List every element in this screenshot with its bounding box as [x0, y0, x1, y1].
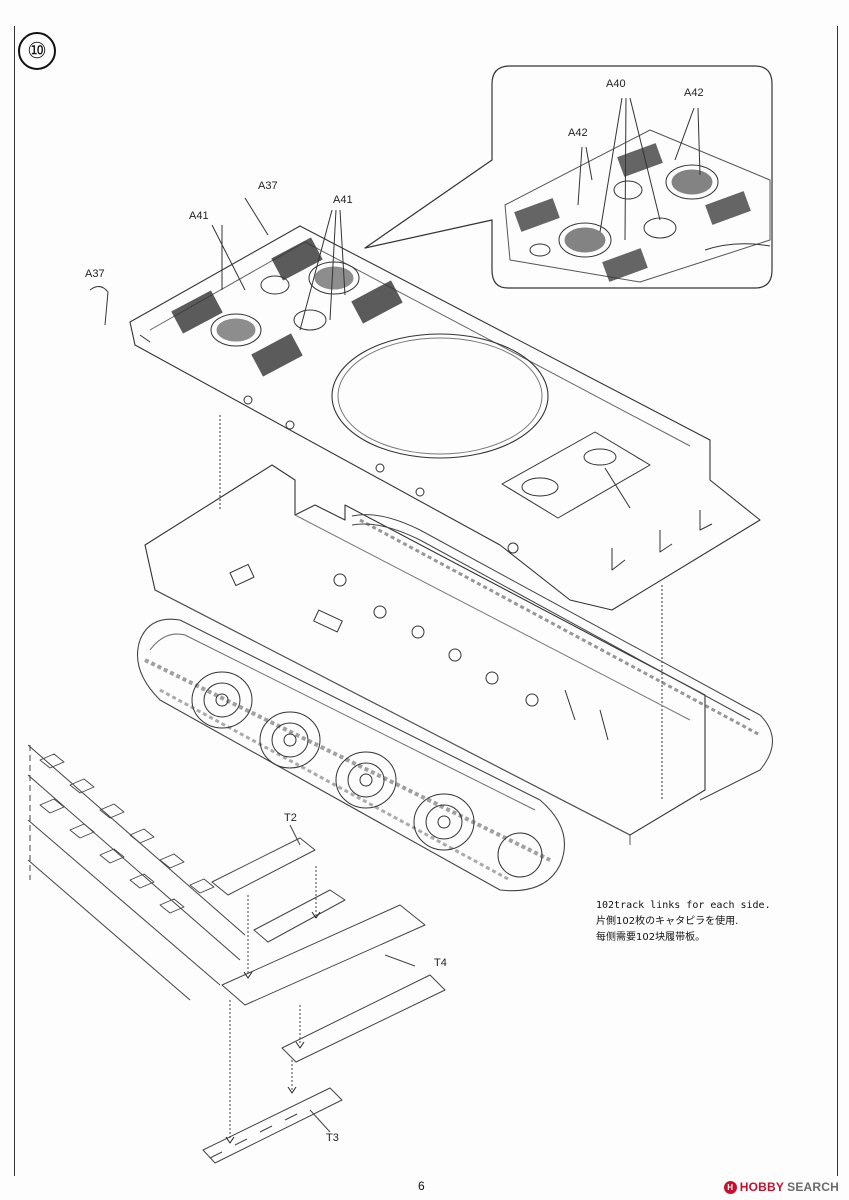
road-wheels: [191, 671, 543, 878]
note-chinese: 每侧需要102块履带板。: [596, 932, 706, 943]
track-near: [136, 618, 565, 892]
callout-a37-left: A37: [85, 268, 105, 280]
step-number-badge: ⑩: [18, 32, 56, 70]
watermark-suffix: SEARCH: [787, 1180, 839, 1194]
hobby-search-logo-icon: H: [723, 1180, 737, 1194]
callout-a37-upper: A37: [258, 180, 278, 192]
detail-inset: [364, 65, 773, 289]
track-far: [351, 514, 773, 801]
hobby-search-watermark: H HOBBY SEARCH: [723, 1180, 839, 1194]
callout-a42-inset-left: A42: [568, 127, 588, 139]
page-frame: [14, 26, 838, 1176]
callout-a42-inset-right: A42: [684, 87, 704, 99]
watermark-brand: HOBBY: [739, 1180, 785, 1194]
lower-hull: [144, 464, 706, 845]
callout-a40-inset: A40: [606, 78, 626, 90]
upper-hull: [89, 197, 761, 800]
note-japanese: 片側102枚のキャタピラを使用.: [596, 916, 739, 927]
callout-a41-left: A41: [189, 210, 209, 222]
callout-t2: T2: [284, 812, 297, 824]
callout-a41-right: A41: [333, 194, 353, 206]
page-number: 6: [418, 1179, 425, 1193]
loose-track-run: [27, 744, 246, 1001]
track-segment-assembly: [202, 824, 446, 1164]
callout-t3: T3: [326, 1132, 339, 1144]
note-english: 102track links for each side.: [596, 900, 771, 911]
callout-t4: T4: [434, 957, 447, 969]
track-count-note: 102track links for each side. 片側102枚のキャタ…: [596, 898, 771, 946]
